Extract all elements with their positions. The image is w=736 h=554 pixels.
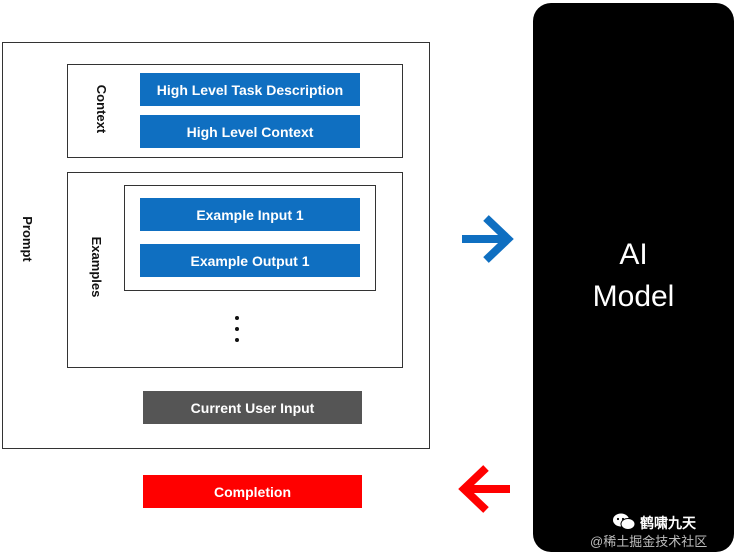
context-label: Context [94, 84, 109, 134]
prompt-label: Prompt [20, 216, 35, 262]
current-user-input-box: Current User Input [143, 391, 362, 424]
example-input-box: Example Input 1 [140, 198, 360, 231]
ai-model-line2: Model [592, 280, 675, 313]
ai-model-line1: AI [619, 238, 648, 271]
examples-label: Examples [89, 236, 104, 298]
wechat-icon [613, 513, 636, 530]
ellipsis-dot [235, 316, 239, 320]
arrow-right-icon [462, 215, 514, 263]
ellipsis-dot [235, 327, 239, 331]
high-level-context-box: High Level Context [140, 115, 360, 148]
completion-box: Completion [143, 475, 362, 508]
ai-model-label: AI Model [533, 234, 734, 318]
task-description-box: High Level Task Description [140, 73, 360, 106]
watermark-account: 鹤啸九天 [640, 515, 696, 531]
watermark-site: @稀土掘金技术社区 [590, 534, 708, 549]
ai-model-block [533, 3, 734, 552]
ellipsis-dot [235, 338, 239, 342]
arrow-left-icon [458, 465, 510, 513]
example-output-box: Example Output 1 [140, 244, 360, 277]
